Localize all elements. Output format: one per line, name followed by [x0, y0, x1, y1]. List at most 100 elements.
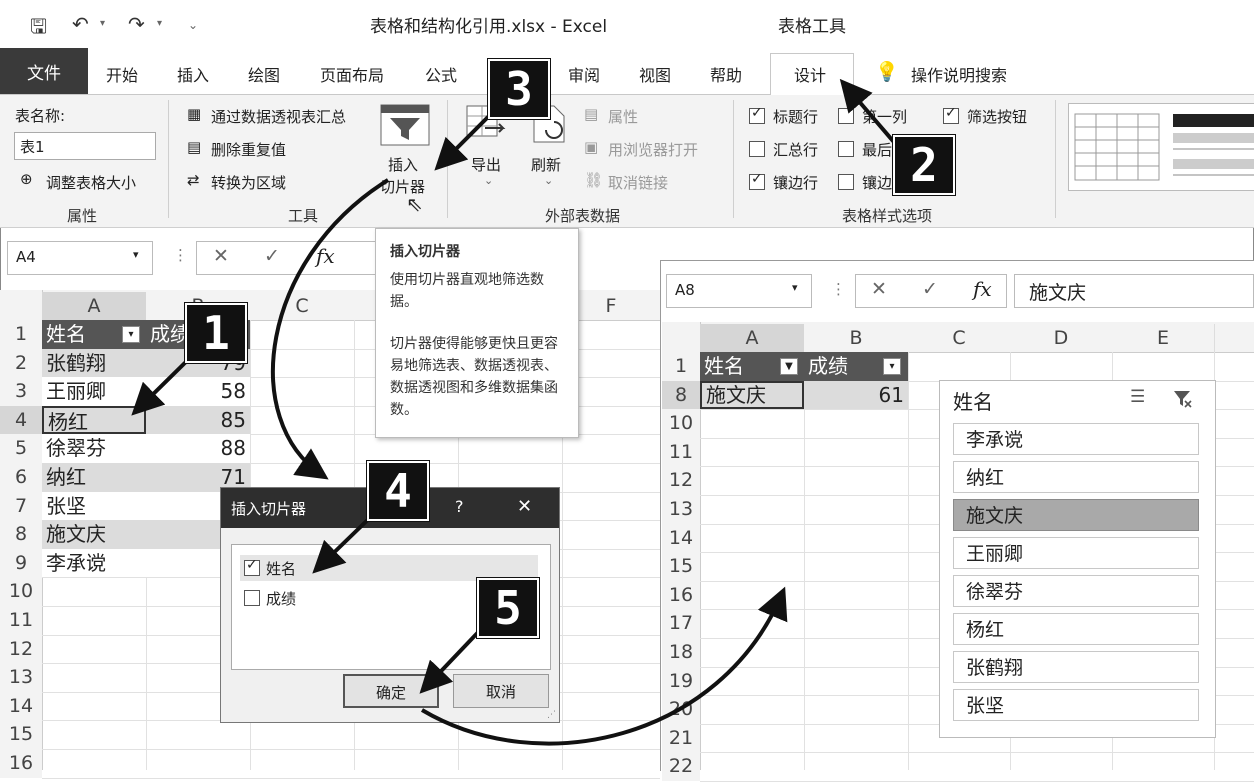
- row-header[interactable]: 5: [0, 434, 42, 463]
- row-header[interactable]: 6: [0, 463, 42, 492]
- save-icon[interactable]: 🖫: [30, 14, 48, 38]
- column-header[interactable]: A: [700, 324, 805, 352]
- resize-grip-icon[interactable]: ⋰: [547, 710, 556, 720]
- table-cell-score[interactable]: 85: [146, 405, 250, 435]
- export-dropdown-icon[interactable]: ⌄: [484, 174, 494, 187]
- multi-select-icon[interactable]: ☰: [1130, 387, 1146, 407]
- table-cell-name[interactable]: 纳红: [42, 463, 146, 492]
- insert-slicer-button[interactable]: 插入 切片器: [374, 100, 436, 200]
- tab-file[interactable]: 文件: [0, 48, 88, 94]
- resize-table-button[interactable]: 调整表格大小: [46, 174, 137, 192]
- row-header[interactable]: 13: [0, 663, 42, 692]
- table-cell-name[interactable]: 王丽卿: [42, 377, 146, 406]
- row-header[interactable]: 1: [662, 352, 700, 381]
- row-header[interactable]: 11: [662, 437, 700, 467]
- left-name-box[interactable]: A4: [7, 241, 153, 275]
- row-header[interactable]: 13: [662, 495, 700, 524]
- external-properties-button[interactable]: 属性: [608, 108, 639, 126]
- redo-icon[interactable]: ↷: [128, 12, 145, 36]
- tab-view[interactable]: 视图: [639, 66, 672, 85]
- row-header[interactable]: 2: [0, 348, 42, 378]
- row-header[interactable]: 21: [662, 723, 700, 753]
- slicer-item[interactable]: 杨红: [953, 613, 1199, 645]
- table-cell-score[interactable]: 71: [146, 463, 250, 492]
- table-name-input[interactable]: 表1: [14, 132, 156, 160]
- tab-insert[interactable]: 插入: [177, 66, 210, 85]
- table-cell-name[interactable]: 李承谠: [42, 548, 146, 578]
- tell-me-search[interactable]: 操作说明搜索: [911, 66, 1008, 85]
- row-header[interactable]: 8: [0, 520, 42, 549]
- column-header[interactable]: C: [908, 324, 1011, 352]
- table-cell-name[interactable]: 杨红: [42, 405, 146, 435]
- export-button[interactable]: 导出: [471, 156, 502, 174]
- filter-dropdown-icon[interactable]: ▾: [883, 358, 901, 375]
- filtered-dropdown-icon[interactable]: ▼: [780, 358, 798, 375]
- column-header[interactable]: E: [1112, 324, 1215, 352]
- table-cell-name[interactable]: 施文庆: [42, 520, 146, 549]
- table-cell-name[interactable]: 张坚: [42, 491, 146, 521]
- header-row-option[interactable]: 标题行: [749, 105, 818, 127]
- row-header[interactable]: 14: [662, 523, 700, 553]
- row-header[interactable]: 7: [0, 491, 42, 521]
- name-slicer[interactable]: 姓名 ☰ 李承谠纳红施文庆王丽卿徐翠芬杨红张鹤翔张坚: [939, 380, 1216, 738]
- tab-help[interactable]: 帮助: [710, 66, 743, 85]
- fx-icon[interactable]: fx: [316, 244, 335, 268]
- formula-input[interactable]: 施文庆: [1014, 274, 1254, 308]
- row-header[interactable]: 16: [662, 580, 700, 610]
- row-header[interactable]: 14: [0, 691, 42, 721]
- clear-filter-icon[interactable]: [1172, 389, 1192, 409]
- slicer-item[interactable]: 徐翠芬: [953, 575, 1199, 607]
- cancel-button[interactable]: 取消: [453, 674, 549, 708]
- undo-dropdown-icon[interactable]: ▾: [100, 18, 106, 29]
- confirm-entry-icon[interactable]: ✓: [264, 245, 280, 267]
- table-styles-gallery[interactable]: [1068, 103, 1254, 191]
- row-header[interactable]: 1: [0, 320, 42, 349]
- right-fx-icon[interactable]: fx: [973, 277, 992, 301]
- slicer-item[interactable]: 王丽卿: [953, 537, 1199, 569]
- column-header[interactable]: B: [804, 324, 909, 352]
- row-header[interactable]: 15: [0, 720, 42, 749]
- last-column-option[interactable]: 最后: [838, 139, 892, 160]
- table-cell-score[interactable]: 61: [804, 380, 908, 410]
- column-header[interactable]: C: [250, 292, 355, 320]
- tab-formulas[interactable]: 公式: [425, 66, 458, 85]
- banded-rows-option[interactable]: 镶边行: [749, 171, 818, 193]
- row-header[interactable]: 8: [662, 380, 700, 410]
- row-header[interactable]: 12: [662, 466, 700, 495]
- tab-review[interactable]: 审阅: [568, 66, 601, 85]
- table-cell-score[interactable]: 88: [146, 434, 250, 463]
- table-cell-name[interactable]: 施文庆: [700, 380, 804, 410]
- slicer-item[interactable]: 李承谠: [953, 423, 1199, 455]
- tab-home[interactable]: 开始: [106, 66, 139, 85]
- row-header[interactable]: 15: [662, 552, 700, 581]
- banded-columns-option[interactable]: 镶边: [838, 172, 892, 193]
- row-header[interactable]: 10: [0, 577, 42, 606]
- filter-button-option[interactable]: 筛选按钮: [943, 105, 1027, 127]
- tab-draw[interactable]: 绘图: [248, 66, 281, 85]
- right-name-box[interactable]: A8: [666, 274, 812, 308]
- table-cell-name[interactable]: 张鹤翔: [42, 348, 146, 378]
- field-item-score[interactable]: 成绩: [240, 585, 538, 611]
- unlink-button[interactable]: 取消链接: [608, 174, 669, 192]
- tab-design[interactable]: 设计: [794, 66, 827, 85]
- name-box-dropdown-icon[interactable]: ▾: [133, 248, 139, 261]
- row-header[interactable]: 3: [0, 377, 42, 406]
- slicer-item[interactable]: 张鹤翔: [953, 651, 1199, 683]
- row-header[interactable]: 17: [662, 609, 700, 638]
- total-row-option[interactable]: 汇总行: [749, 139, 818, 160]
- tab-page-layout[interactable]: 页面布局: [320, 66, 385, 85]
- convert-to-range-button[interactable]: 转换为区域: [211, 174, 287, 192]
- open-in-browser-button[interactable]: 用浏览器打开: [608, 141, 699, 159]
- right-cancel-entry-icon[interactable]: ✕: [871, 278, 887, 300]
- row-header[interactable]: 12: [0, 634, 42, 664]
- field-item-name[interactable]: 姓名: [240, 555, 538, 581]
- row-header[interactable]: 10: [662, 409, 700, 438]
- row-header[interactable]: 9: [0, 548, 42, 578]
- customize-qat-icon[interactable]: ⌄: [188, 18, 199, 32]
- slicer-item[interactable]: 张坚: [953, 689, 1199, 721]
- redo-dropdown-icon[interactable]: ▾: [157, 18, 163, 29]
- row-header[interactable]: 19: [662, 666, 700, 696]
- remove-duplicates-button[interactable]: 删除重复值: [211, 141, 287, 159]
- summarize-pivot-button[interactable]: 通过数据透视表汇总: [211, 108, 347, 126]
- slicer-item[interactable]: 施文庆: [953, 499, 1199, 531]
